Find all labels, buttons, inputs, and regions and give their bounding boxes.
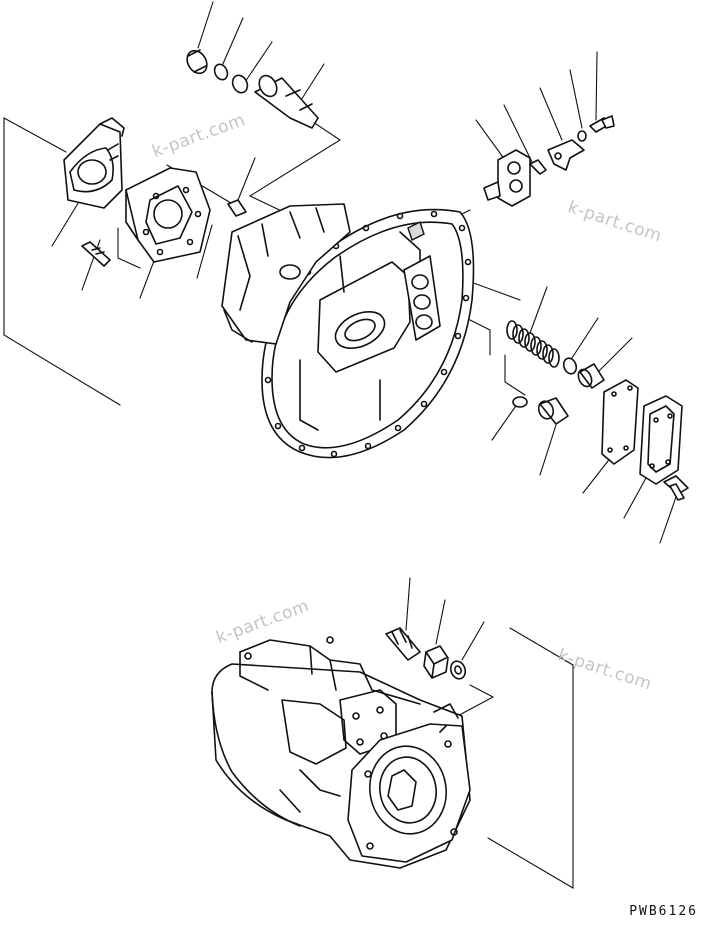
washer-bottom [449,660,467,680]
o-ring-small [231,74,249,94]
dowel-pin [227,199,247,217]
pump-front-flange [347,703,471,863]
valve-block [483,149,531,207]
bolt-small [589,115,615,133]
drawing-code: PWB6126 [629,904,698,919]
end-cover [63,117,125,209]
leader-lines [51,1,677,661]
small-pin [529,159,547,175]
adapter-flange [125,167,211,263]
gasket [601,379,639,465]
cover-bolt [81,241,111,267]
cover-plate-bolt [663,475,689,501]
housing-inner-face [299,221,425,431]
bracket-plate [547,139,585,171]
o-ring-right [562,357,578,375]
washer-small [577,130,587,142]
fitting-adapter [385,627,421,661]
cover-plate [639,395,683,485]
plug-lower [537,397,569,425]
plug-cap [186,49,208,75]
plug-right [577,363,605,389]
o-ring-upper [213,63,229,81]
pump-housing-body [221,203,351,345]
spool-piston [254,74,319,129]
spring [506,320,560,368]
o-ring-lower [512,396,528,408]
hex-nut [423,645,449,679]
valve-ports-plate [403,255,441,341]
